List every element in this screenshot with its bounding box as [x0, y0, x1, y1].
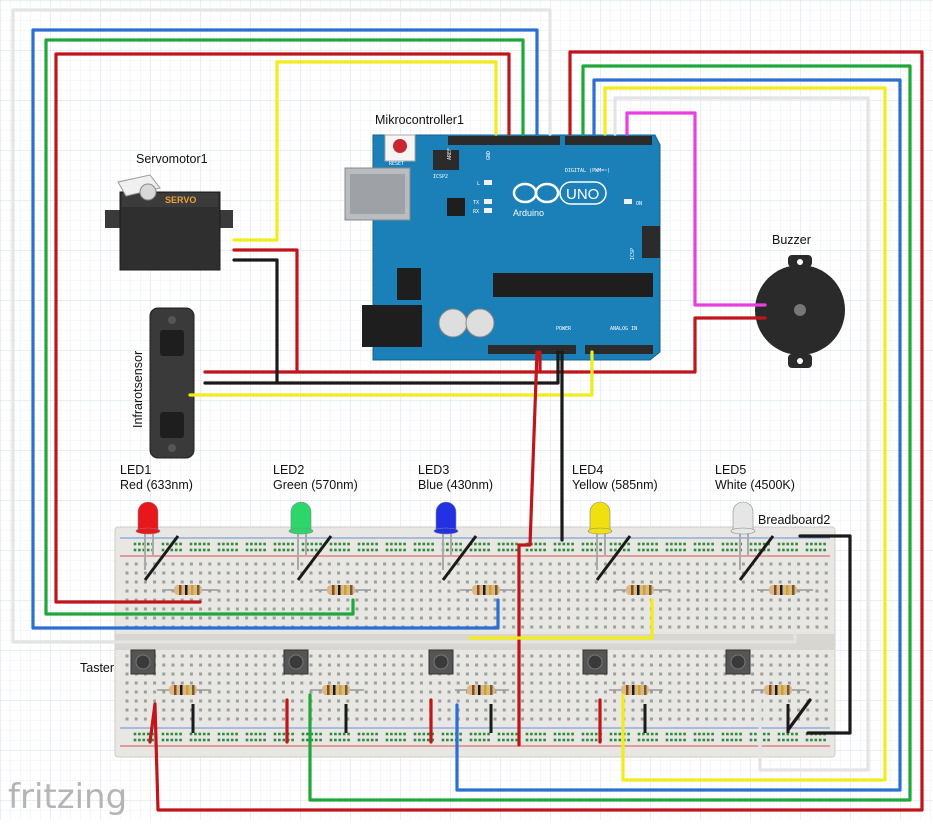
push-button-1[interactable] [130, 649, 156, 675]
resistor [460, 585, 516, 595]
led-5-name: LED5 [715, 463, 746, 477]
arduino-text: Arduino [513, 208, 544, 218]
icsp2-header [433, 150, 459, 170]
uno-text: UNO [566, 186, 599, 203]
aref-label: AREF [447, 148, 453, 160]
breadboard-holes [125, 542, 828, 742]
regulator [397, 268, 421, 300]
push-button-4[interactable] [582, 649, 608, 675]
servo-body-label: SERVO [165, 195, 196, 205]
resistor [752, 685, 806, 695]
led-5-desc: White (4500K) [715, 478, 795, 492]
resistor [757, 585, 813, 595]
led-5[interactable] [730, 501, 756, 570]
analog-label: ANALOG IN [610, 326, 637, 332]
mcu-label: Mikrocontroller1 [375, 113, 464, 127]
power-jack [362, 305, 422, 347]
capacitor [465, 308, 495, 338]
taster-label: Taster [80, 661, 114, 675]
analog-header [585, 345, 653, 354]
led-2[interactable] [288, 501, 314, 570]
power-header [488, 345, 576, 354]
led-2-desc: Green (570nm) [273, 478, 358, 492]
gnd-label: GND [486, 151, 492, 160]
arduino-logo: UNO Arduino [512, 181, 607, 218]
led-3-desc: Blue (430nm) [418, 478, 493, 492]
push-button-5[interactable] [725, 649, 751, 675]
infrared-sensor[interactable] [149, 307, 195, 459]
buzzer[interactable] [755, 255, 845, 368]
push-button-2[interactable] [283, 649, 309, 675]
resistor [614, 585, 670, 595]
breadboard-label: Breadboard2 [758, 513, 830, 527]
icsp-header [642, 226, 660, 258]
push-button-3[interactable] [428, 649, 454, 675]
digital-header-high [448, 136, 560, 145]
led-2-name: LED2 [273, 463, 304, 477]
resistor [157, 685, 211, 695]
resistor [455, 685, 509, 695]
led-4-name: LED4 [572, 463, 603, 477]
led-3-name: LED3 [418, 463, 449, 477]
capacitor [438, 308, 468, 338]
led-4[interactable] [587, 501, 613, 570]
on-label: ON [636, 201, 642, 207]
arduino-uno[interactable]: RESET ICSP2 ICSP L TX RX ON UNO Arduino … [344, 134, 661, 361]
led-3[interactable] [433, 501, 459, 570]
tx-label: TX [473, 200, 479, 206]
led-1-desc: Red (633nm) [120, 478, 193, 492]
ir-label: Infrarotsensor [131, 351, 145, 428]
digital-label: DIGITAL (PWM=~) [565, 168, 610, 174]
digital-header-low [565, 136, 652, 145]
led-1-name: LED1 [120, 463, 151, 477]
resistor [609, 685, 663, 695]
resistor [315, 585, 371, 595]
buzzer-label: Buzzer [772, 233, 811, 247]
led-1[interactable] [135, 501, 161, 570]
led-l-label: L [477, 181, 480, 187]
main-chip [493, 273, 653, 297]
resistor [162, 585, 218, 595]
servo-label: Servomotor1 [136, 152, 208, 166]
wires [11, 8, 924, 812]
servo-motor[interactable]: SERVO [105, 174, 233, 271]
resistor [310, 685, 364, 695]
fritzing-watermark: fritzing [8, 777, 127, 817]
led-l [484, 180, 492, 185]
rx-label: RX [473, 209, 479, 215]
reset-label: RESET [389, 161, 404, 167]
icsp2-label: ICSP2 [433, 174, 448, 180]
power-label: POWER [556, 326, 572, 332]
icsp-label: ICSP [630, 248, 636, 260]
led-4-desc: Yellow (585nm) [572, 478, 658, 492]
usb-chip [447, 198, 465, 216]
